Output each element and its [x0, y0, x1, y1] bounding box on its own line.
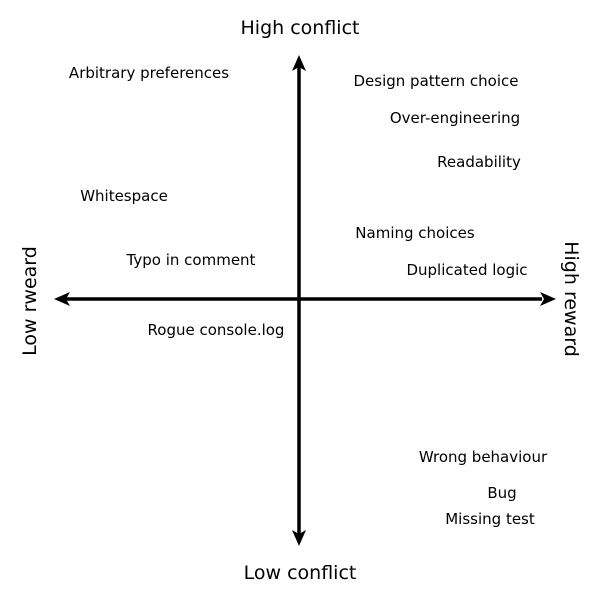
- item-whitespace: Whitespace: [80, 187, 168, 205]
- item-duplicated-logic: Duplicated logic: [406, 261, 528, 279]
- arrowhead-down-icon: [292, 530, 306, 546]
- axis-label-low-reward: Low rweard: [19, 246, 41, 356]
- arrowhead-left-icon: [54, 292, 70, 306]
- item-typo-in-comment: Typo in comment: [126, 251, 256, 269]
- axis-label-low-conflict: Low conflict: [243, 562, 357, 584]
- item-wrong-behaviour: Wrong behaviour: [418, 448, 548, 466]
- axis-label-high-conflict: High conflict: [240, 17, 360, 39]
- item-naming-choices: Naming choices: [355, 224, 475, 242]
- item-design-pattern-choice: Design pattern choice: [353, 72, 519, 90]
- axis-label-high-reward: High reward: [560, 241, 582, 357]
- item-readability: Readability: [437, 153, 521, 171]
- arrowhead-up-icon: [292, 55, 306, 71]
- item-missing-test: Missing test: [445, 510, 535, 528]
- item-arbitrary-preferences: Arbitrary preferences: [68, 64, 230, 82]
- item-bug: Bug: [487, 484, 517, 502]
- item-rogue-console-log: Rogue console.log: [147, 321, 285, 339]
- arrowhead-right-icon: [540, 292, 556, 306]
- item-over-engineering: Over-engineering: [389, 109, 521, 127]
